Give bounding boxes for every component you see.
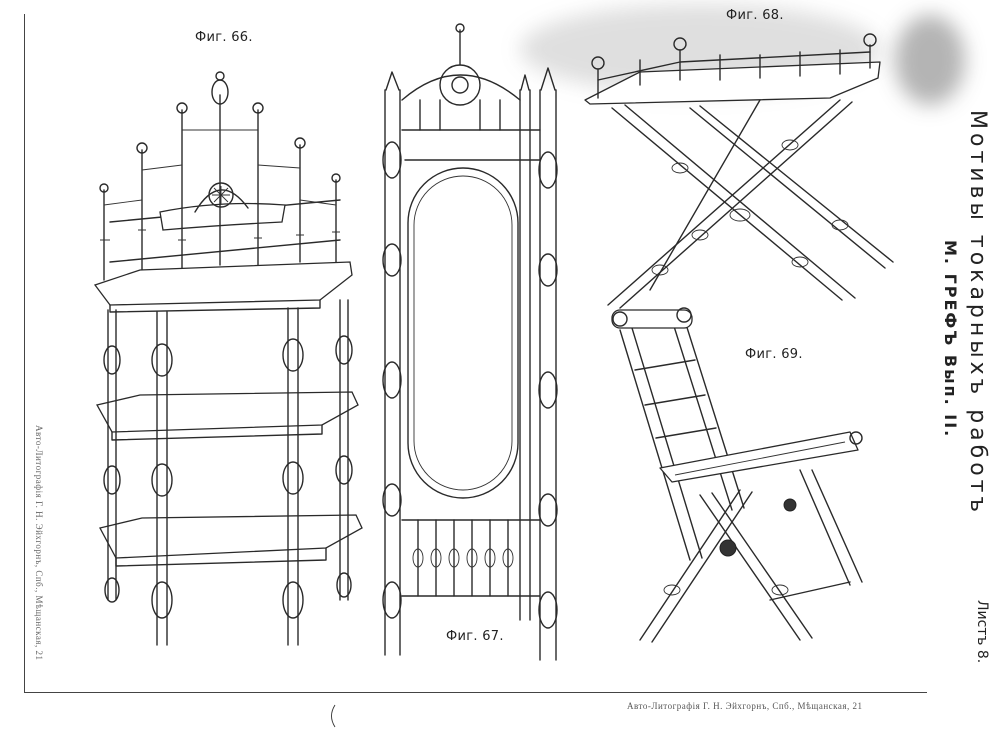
plate-frame (24, 14, 927, 693)
fig66-label: Фиг. 66. (195, 30, 253, 45)
fig69-label: Фиг. 69. (745, 347, 803, 362)
toner-smudge-corner (895, 15, 965, 105)
fig67-label: Фиг. 67. (446, 629, 504, 644)
fig68-label: Фиг. 68. (726, 8, 784, 23)
imprint-bottom: Авто-Литографiя Г. Н. Эйхгорнъ, Спб., Мѣ… (627, 701, 863, 711)
